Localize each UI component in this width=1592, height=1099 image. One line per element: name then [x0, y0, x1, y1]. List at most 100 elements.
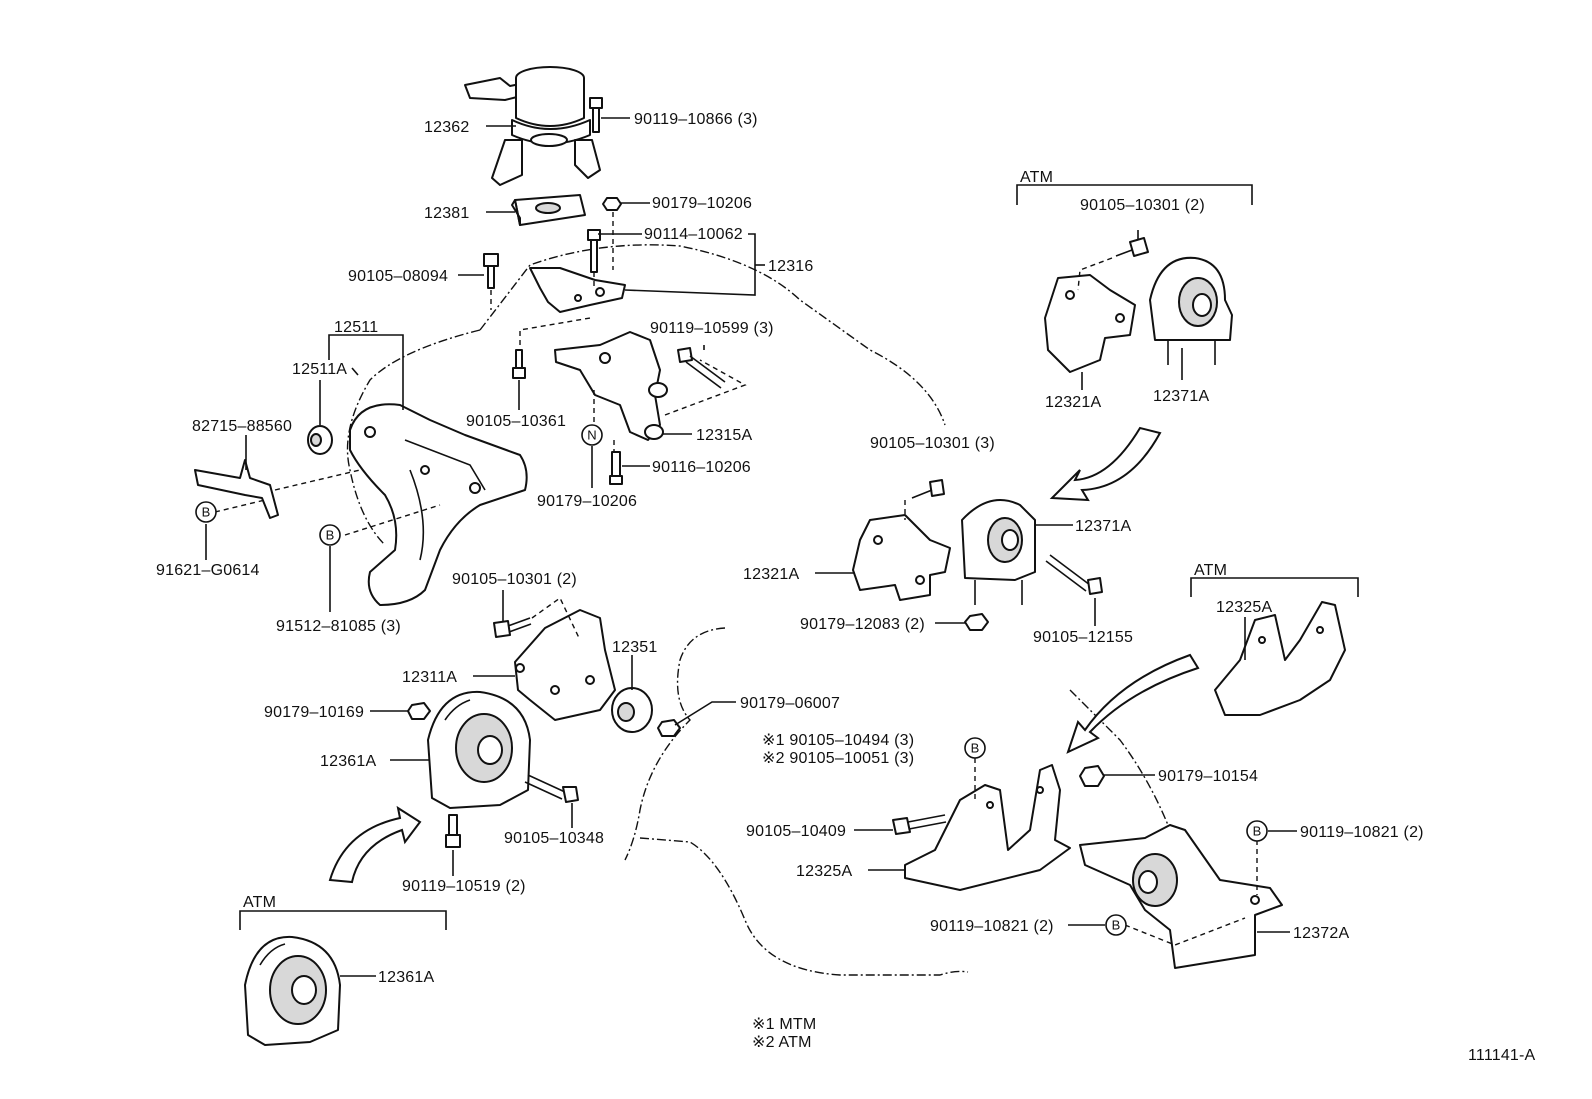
bolt-90105-10301-lower-icon [493, 617, 532, 638]
insulator-12361A [427, 690, 531, 809]
atm-bracket-mid-right [1190, 577, 1359, 597]
marker-b-10494: B [964, 737, 986, 759]
bracket-12321A-atm [1044, 274, 1136, 373]
arrow-atm-mid-icon [1066, 653, 1200, 754]
marker-b-label: B [202, 505, 211, 520]
label-91621-G0614: 91621–G0614 [156, 562, 260, 579]
note-atm: ※2 ATM [752, 1034, 812, 1051]
label-90179-10206-bottom: 90179–10206 [537, 493, 637, 510]
nut-90179-10169-icon [407, 702, 431, 720]
diagram-id: 111141-A [1468, 1047, 1536, 1064]
label-90105-08094: 90105–08094 [348, 268, 448, 285]
label-90105-10409: 90105–10409 [746, 823, 846, 840]
bolt-90119-10866-icon [589, 97, 603, 133]
label-12316: 12316 [768, 258, 814, 275]
bracket-12311A [514, 609, 616, 721]
label-12361A-atm: 12361A [378, 969, 434, 986]
marker-b-91621: B [195, 501, 217, 523]
engine-mount-12362 [464, 66, 601, 186]
label-90105-10051: ※2 90105–10051 (3) [762, 750, 914, 767]
bracket-12325A-atm [1214, 601, 1346, 716]
atm-bracket-top-right [1016, 184, 1253, 205]
bushing-12511A [307, 425, 333, 455]
marker-b-label: B [1253, 824, 1262, 839]
bolt-90105-12155-icon [1045, 554, 1103, 595]
clamp-82715-88560 [194, 459, 279, 519]
label-90179-10206-top: 90179–10206 [652, 195, 752, 212]
label-90105-10301-2-atm: 90105–10301 (2) [1080, 197, 1205, 214]
label-atm-mid-right: ATM [1194, 562, 1227, 579]
atm-bracket-bottom-left [239, 910, 447, 930]
label-90119-10821-right: 90119–10821 (2) [1300, 824, 1424, 841]
nut-90179-10206-icon [602, 197, 622, 211]
label-12311A: 12311A [402, 669, 457, 686]
bushing-12351 [611, 687, 653, 733]
bolt-90119-10519-icon [445, 814, 461, 848]
label-12325A: 12325A [796, 863, 852, 880]
label-90119-10519: 90119–10519 (2) [402, 878, 526, 895]
marker-b-91512: B [319, 524, 341, 546]
leader-dash-12315A [664, 359, 747, 416]
label-90105-10301-3: 90105–10301 (3) [870, 435, 995, 452]
nut-90179-06007-icon [657, 719, 681, 737]
bolt-90105-10409-icon [892, 814, 947, 835]
label-90114-10062: 90114–10062 [644, 226, 743, 243]
label-90119-10866: 90119–10866 (3) [634, 111, 758, 128]
label-12321A-atm: 12321A [1045, 394, 1101, 411]
label-91512-81085: 91512–81085 (3) [276, 618, 401, 635]
insulator-12371A-mid [961, 499, 1036, 605]
marker-b-label: B [1112, 918, 1121, 933]
bracket-12511 [349, 403, 528, 606]
marker-n-label: N [587, 428, 597, 443]
marker-b-label: B [971, 741, 980, 756]
leader-lines [205, 117, 1297, 977]
label-12362: 12362 [424, 119, 470, 136]
label-12315A: 12315A [696, 427, 752, 444]
insulator-12371A-atm [1149, 256, 1233, 365]
bolt-atm-10301-icon [1115, 237, 1149, 257]
label-90105-10494: ※1 90105–10494 (3) [762, 732, 914, 749]
label-90119-10599: 90119–10599 (3) [650, 320, 774, 337]
label-90116-10206: 90116–10206 [652, 459, 751, 476]
bracket-12321A-mid [852, 514, 951, 601]
bolt-90105-10361-icon [512, 349, 526, 379]
label-12325A-atm: 12325A [1216, 599, 1272, 616]
label-82715-88560: 82715–88560 [192, 418, 292, 435]
stopper-12381 [511, 194, 586, 226]
label-12511A: 12511A [292, 361, 347, 378]
leader-dash-91512 [344, 504, 441, 536]
bolt-90105-10301-icon [911, 479, 945, 499]
engine-outline [346, 244, 1171, 976]
label-90105-10361: 90105–10361 [466, 413, 566, 430]
label-12371A-mid: 12371A [1075, 518, 1131, 535]
label-atm-bottom-left: ATM [243, 894, 276, 911]
leader-dash-82715 [274, 469, 361, 491]
leader-dash-10206 [593, 390, 615, 452]
bolt-90105-08094-icon [483, 253, 499, 289]
arrow-atm-top-icon [1049, 426, 1162, 502]
leader-dash-91621 [214, 499, 266, 513]
marker-b-10821-right: B [1246, 820, 1268, 842]
bolt-90114-10062-icon [587, 229, 601, 273]
leader-dash-10361 [519, 317, 591, 345]
leader-dash-12311A [531, 596, 581, 641]
label-12381: 12381 [424, 205, 470, 222]
label-12511: 12511 [334, 319, 378, 336]
bracket-12315A [554, 331, 668, 441]
marker-n: N [581, 424, 603, 446]
bracket-12325A [904, 764, 1071, 891]
label-90105-10301-2: 90105–10301 (2) [452, 571, 577, 588]
label-90119-10821-left: 90119–10821 (2) [930, 918, 1054, 935]
insulator-12361A-atm [244, 935, 341, 1046]
nut-90179-10154-icon [1079, 765, 1105, 787]
label-90105-10348: 90105–10348 [504, 830, 604, 847]
bolt-90105-10348-icon [524, 774, 579, 803]
label-90179-10169: 90179–10169 [264, 704, 364, 721]
leader-dash-top [490, 212, 614, 310]
marker-b-10821-left: B [1105, 914, 1127, 936]
bolt-90119-10599-icon [677, 347, 726, 389]
bracket-12316 [529, 267, 626, 313]
marker-b-label: B [326, 528, 335, 543]
label-90179-12083: 90179–12083 (2) [800, 616, 925, 633]
